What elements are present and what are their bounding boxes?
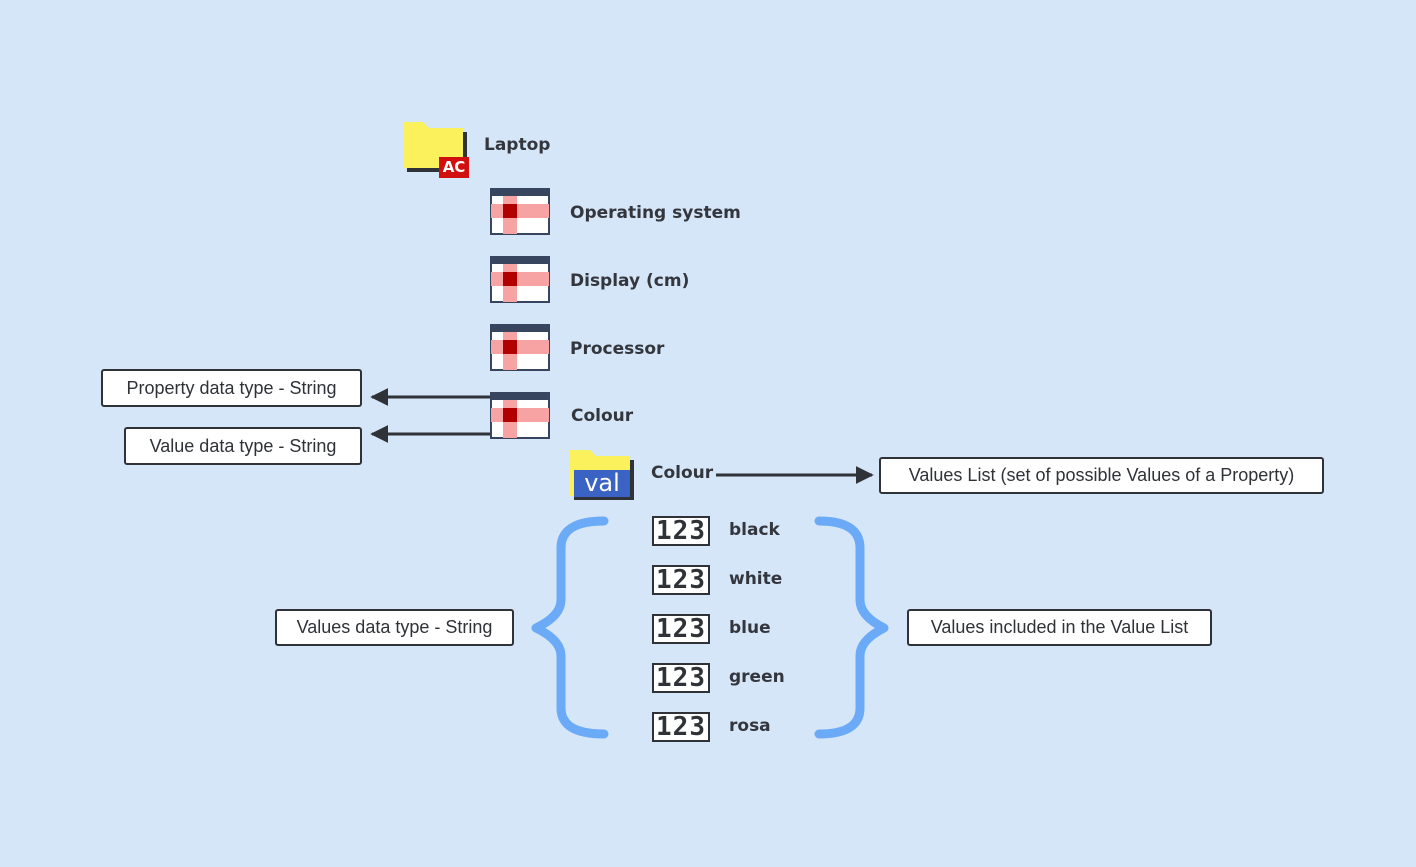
value-label: blue xyxy=(729,618,771,638)
property-label: Operating system xyxy=(570,203,741,223)
property-table-icon xyxy=(490,324,552,374)
value-label: white xyxy=(729,569,783,589)
property-label: Processor xyxy=(570,339,665,359)
property-table-icon xyxy=(490,256,552,306)
note-property-type: Property data type - String xyxy=(101,369,362,407)
property-table-icon xyxy=(490,392,552,442)
property-label: Colour xyxy=(571,406,634,426)
note-values-included: Values included in the Value List xyxy=(907,609,1212,646)
folder-class-icon: AC xyxy=(403,120,469,178)
left-brace xyxy=(531,516,609,739)
class-label: Laptop xyxy=(484,135,551,155)
note-values-type: Values data type - String xyxy=(275,609,514,646)
note-value-type: Value data type - String xyxy=(124,427,362,465)
value-label: black xyxy=(729,520,780,540)
right-brace xyxy=(814,516,889,739)
value-list-label: Colour xyxy=(651,463,714,483)
property-table-icon xyxy=(490,188,552,238)
value-list-badge: val xyxy=(574,470,630,497)
value-number-icon: 123 xyxy=(652,565,710,595)
class-badge: AC xyxy=(439,157,469,178)
value-label: green xyxy=(729,667,785,687)
value-label: rosa xyxy=(729,716,771,736)
note-values-list: Values List (set of possible Values of a… xyxy=(879,457,1324,494)
value-number-icon: 123 xyxy=(652,516,710,546)
value-number-icon: 123 xyxy=(652,663,710,693)
property-label: Display (cm) xyxy=(570,271,690,291)
value-number-icon: 123 xyxy=(652,614,710,644)
folder-value-list-icon: val xyxy=(570,448,636,502)
value-number-icon: 123 xyxy=(652,712,710,742)
